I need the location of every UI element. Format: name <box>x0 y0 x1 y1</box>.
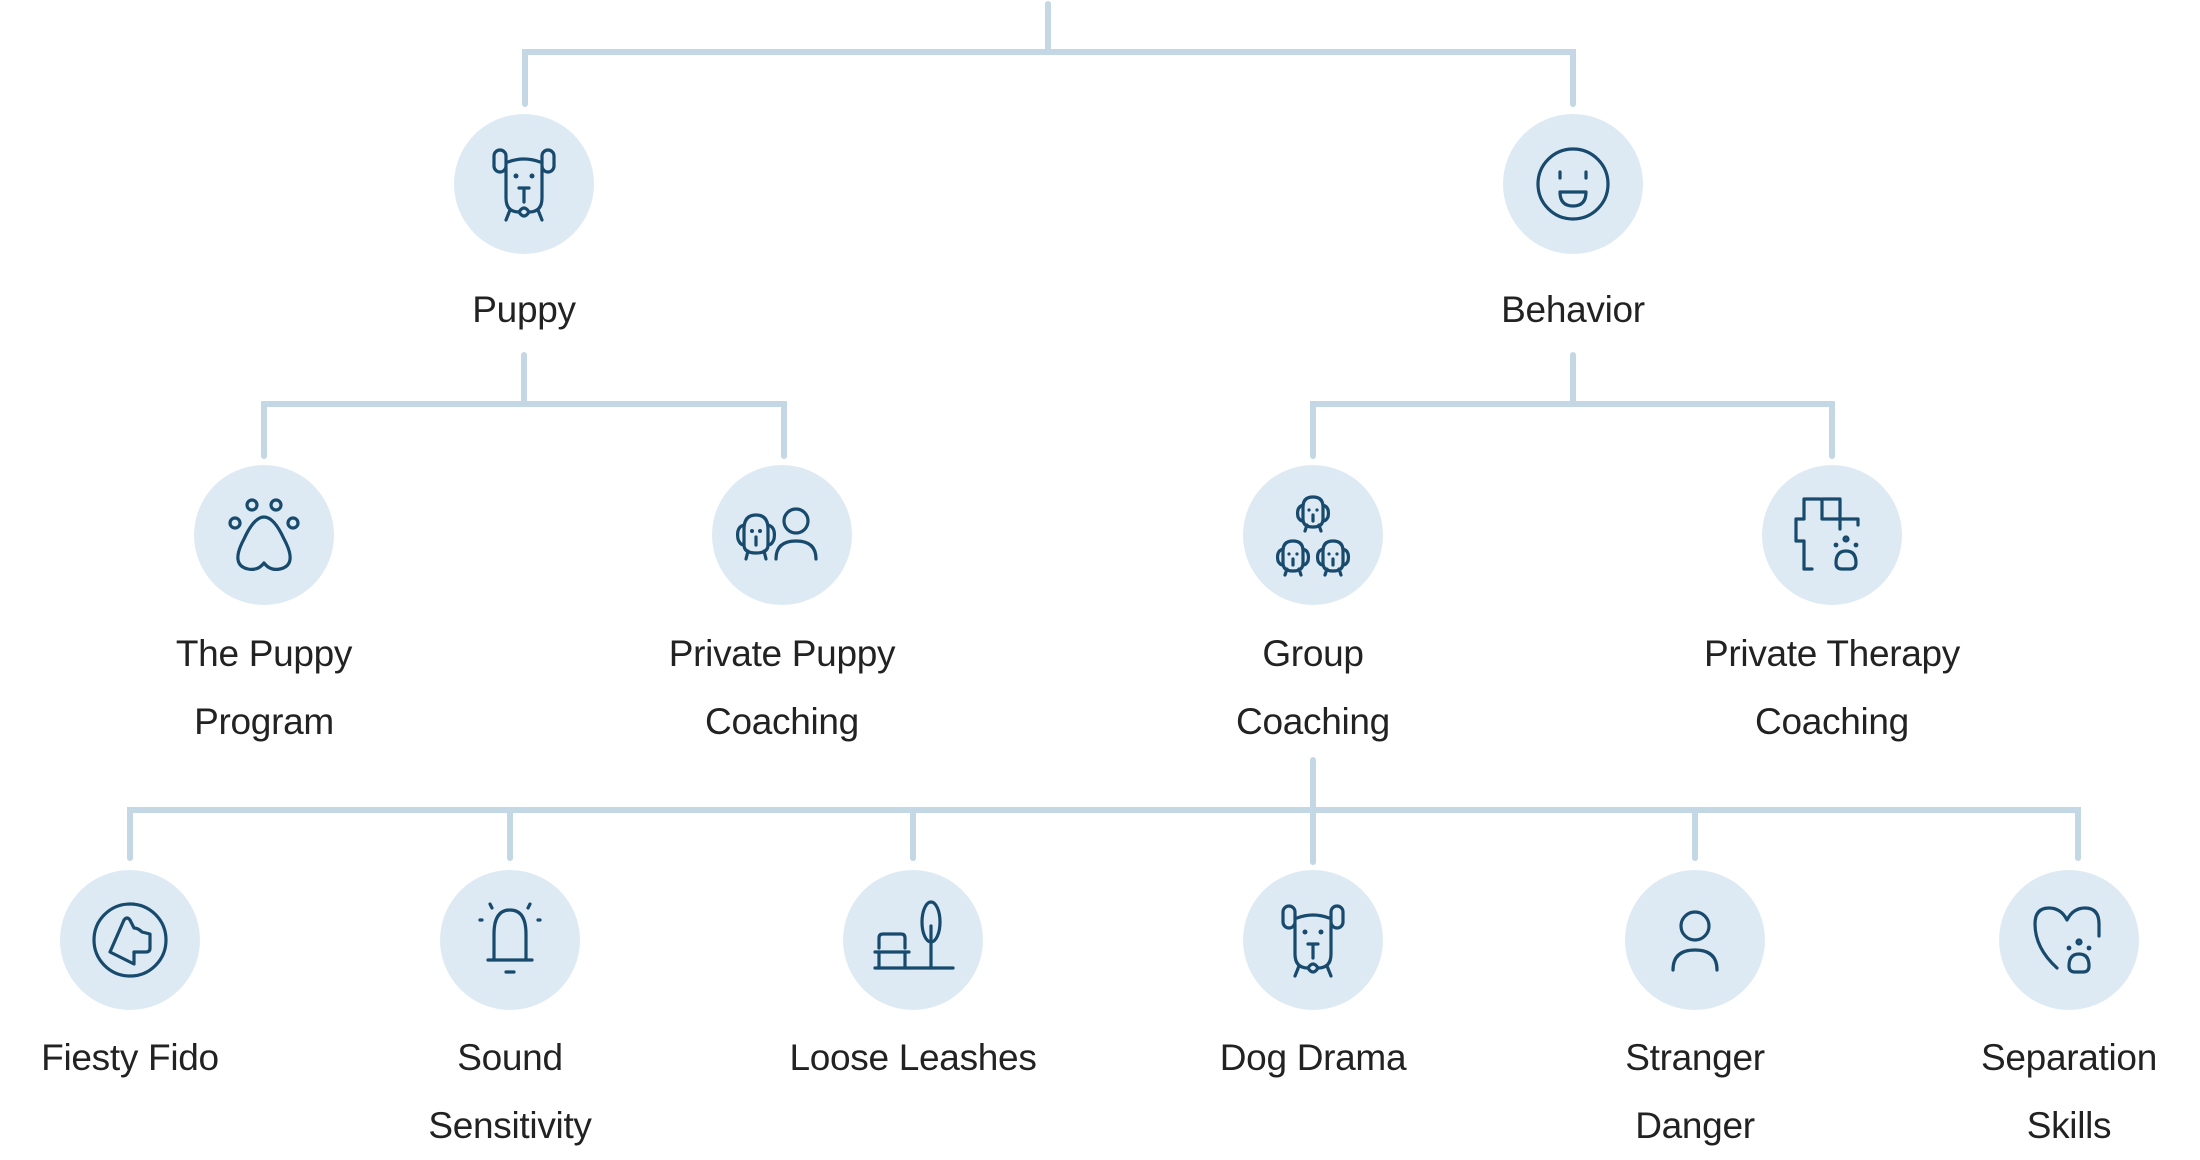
label-line: Loose Leashes <box>789 1037 1037 1078</box>
node-puppy-program[interactable] <box>194 465 334 605</box>
node-label-private-therapy: Private Therapy Coaching <box>1704 620 1960 756</box>
node-sound-sensitivity[interactable] <box>440 870 580 1010</box>
node-label-dog-drama: Dog Drama <box>1219 1024 1407 1092</box>
node-circle <box>440 870 580 1010</box>
label-line: Sensitivity <box>428 1105 592 1146</box>
dog-face-icon <box>492 148 556 222</box>
node-group-coaching[interactable] <box>1243 465 1383 605</box>
label-line: Behavior <box>1501 289 1645 330</box>
node-fiesty-fido[interactable] <box>60 870 200 1010</box>
label-line: Skills <box>2026 1105 2112 1146</box>
node-circle <box>194 465 334 605</box>
connector-root-bar <box>522 49 1576 107</box>
label-line: The Puppy <box>175 633 353 674</box>
node-label-separation-skills: Separation Skills <box>1981 1024 2157 1160</box>
node-dog-drama[interactable] <box>1243 870 1383 1010</box>
label-line: Coaching <box>1236 701 1390 742</box>
label-line: Fiesty Fido <box>41 1037 219 1078</box>
node-behavior[interactable] <box>1503 114 1643 254</box>
node-label-puppy-program: The Puppy Program <box>175 620 353 756</box>
label-line: Program <box>194 701 334 742</box>
node-label-behavior: Behavior <box>1501 276 1645 344</box>
node-separation-skills[interactable] <box>1999 870 2139 1010</box>
node-circle <box>1503 114 1643 254</box>
paw-print-icon <box>228 498 300 571</box>
node-circle <box>712 465 852 605</box>
label-line: Separation <box>1981 1037 2157 1078</box>
label-line: Private Therapy <box>1704 633 1960 674</box>
node-circle <box>1243 465 1383 605</box>
node-circle <box>1243 870 1383 1010</box>
park-bench-tree-icon <box>873 900 955 970</box>
node-private-puppy[interactable] <box>712 465 852 605</box>
node-label-stranger-danger: Stranger Danger <box>1625 1024 1765 1160</box>
node-label-fiesty-fido: Fiesty Fido <box>41 1024 219 1092</box>
label-line: Stranger <box>1625 1037 1765 1078</box>
node-circle <box>60 870 200 1010</box>
node-circle <box>454 114 594 254</box>
node-stranger-danger[interactable] <box>1625 870 1765 1010</box>
medical-cross-paw-icon <box>1794 497 1860 571</box>
node-label-sound-sensitivity: Sound Sensitivity <box>428 1024 592 1160</box>
person-icon <box>1671 910 1719 972</box>
label-line: Puppy <box>472 289 576 330</box>
label-line: Sound <box>457 1037 563 1078</box>
node-loose-leashes[interactable] <box>843 870 983 1010</box>
dog-profile-circle-icon <box>92 902 168 978</box>
node-circle <box>1762 465 1902 605</box>
label-line: Coaching <box>705 701 859 742</box>
label-line: Dog Drama <box>1219 1037 1407 1078</box>
connector-group-bar <box>127 807 2081 861</box>
node-label-private-puppy: Private Puppy Coaching <box>668 620 896 756</box>
node-private-therapy[interactable] <box>1762 465 1902 605</box>
connectors <box>127 1 2081 865</box>
node-circle <box>843 870 983 1010</box>
dog-and-person-icon <box>736 507 818 561</box>
label-line: Group <box>1262 633 1364 674</box>
label-line: Private Puppy <box>668 633 896 674</box>
smiley-face-icon <box>1536 147 1610 221</box>
connector-puppy-bar <box>261 401 787 459</box>
node-label-group-coaching: Group Coaching <box>1236 620 1390 756</box>
dog-face-icon <box>1281 904 1345 978</box>
connector-behavior-bar <box>1310 401 1835 459</box>
heart-paw-icon <box>2033 906 2101 974</box>
node-circle <box>1999 870 2139 1010</box>
node-puppy[interactable] <box>454 114 594 254</box>
three-dogs-icon <box>1275 495 1351 577</box>
label-line: Coaching <box>1755 701 1909 742</box>
node-label-puppy: Puppy <box>472 276 576 344</box>
node-label-loose-leashes: Loose Leashes <box>789 1024 1036 1092</box>
label-line: Danger <box>1635 1105 1755 1146</box>
alarm-bell-icon <box>478 902 542 974</box>
